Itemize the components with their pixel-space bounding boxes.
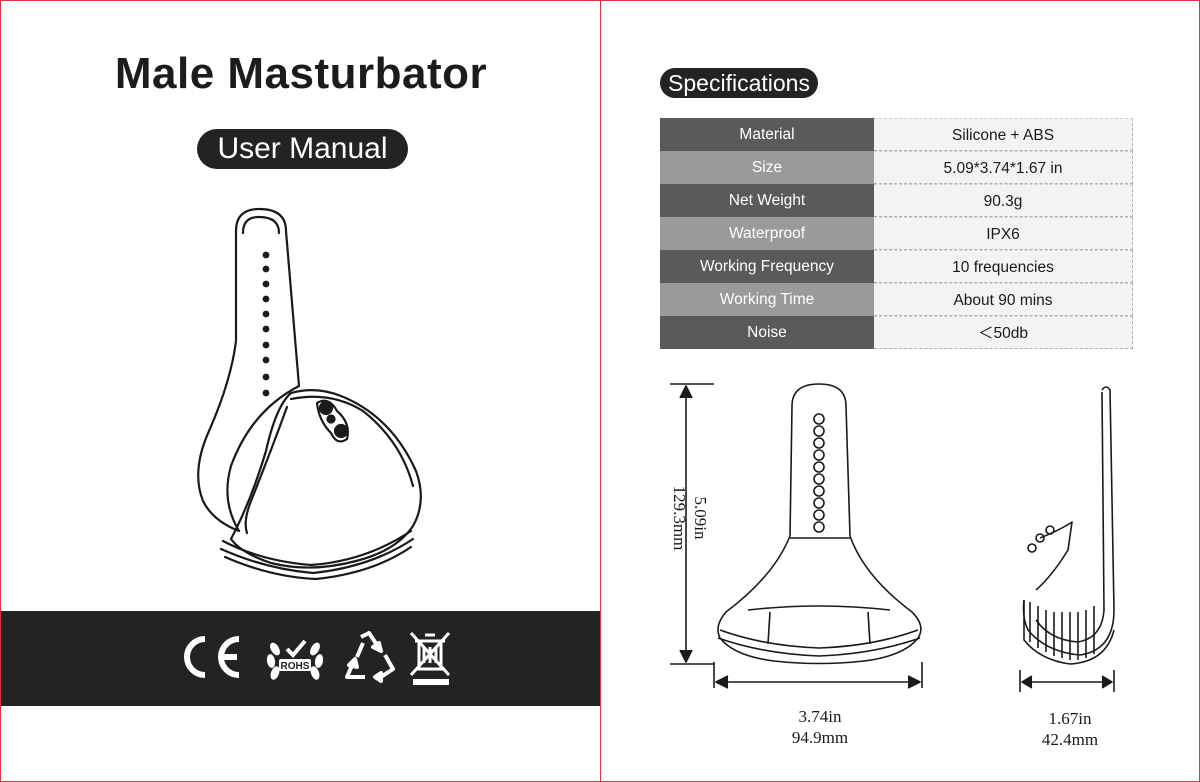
spec-row-net-weight: Net Weight 90.3g: [660, 184, 1133, 217]
spec-key: Working Time: [660, 283, 874, 316]
spec-row-material: Material Silicone + ABS: [660, 118, 1133, 151]
side-view-drawing: [1019, 386, 1115, 692]
rohs-wreath-icon: ROHS: [266, 639, 324, 680]
recycle-icon: [345, 631, 395, 683]
spec-value: 5.09*3.74*1.67 in: [874, 151, 1133, 184]
front-view-drawing: [670, 383, 923, 689]
width-dimension-label: 3.74in 94.9mm: [760, 706, 880, 748]
depth-dimension-label: 1.67in 42.4mm: [1010, 708, 1130, 750]
width-inches: 3.74in: [798, 707, 842, 726]
product-title: Male Masturbator: [114, 49, 488, 98]
spec-key: Waterproof: [660, 217, 874, 250]
front-view-button-column: [813, 413, 825, 533]
spec-value: 90.3g: [874, 184, 1133, 217]
spec-key: Net Weight: [660, 184, 874, 217]
spec-value: IPX6: [874, 217, 1133, 250]
spec-value: About 90 mins: [874, 283, 1133, 316]
spec-value: ＜50db: [874, 316, 1133, 349]
ce-mark-icon: [184, 636, 240, 678]
user-manual-badge: User Manual: [197, 129, 408, 169]
spec-row-waterproof: Waterproof IPX6: [660, 217, 1133, 250]
height-inches: 5.09in: [691, 496, 710, 540]
cover-page: Male Masturbator User Manual: [0, 0, 601, 782]
width-millimeters: 94.9mm: [791, 728, 849, 747]
spec-row-noise: Noise ＜50db: [660, 316, 1133, 349]
height-millimeters: 129.3mm: [670, 485, 689, 551]
depth-inches: 1.67in: [1048, 709, 1092, 728]
product-illustration: [197, 207, 422, 581]
specifications-heading: Specifications: [660, 68, 818, 98]
specifications-table: Material Silicone + ABS Size 5.09*3.74*1…: [660, 118, 1133, 349]
spec-key: Material: [660, 118, 874, 151]
weee-crossed-bin-icon: [409, 631, 451, 685]
certification-bar: ROHS: [1, 611, 601, 706]
depth-millimeters: 42.4mm: [1041, 730, 1099, 749]
spec-row-working-frequency: Working Frequency 10 frequencies: [660, 250, 1133, 283]
height-dimension-label: 5.09in 129.3mm: [660, 468, 720, 568]
spec-row-size: Size 5.09*3.74*1.67 in: [660, 151, 1133, 184]
spec-key: Size: [660, 151, 874, 184]
led-indicator-dots: [262, 251, 270, 397]
spec-value: 10 frequencies: [874, 250, 1133, 283]
spec-key: Noise: [660, 316, 874, 349]
rohs-label: ROHS: [281, 661, 310, 672]
spec-key: Working Frequency: [660, 250, 874, 283]
spec-row-working-time: Working Time About 90 mins: [660, 283, 1133, 316]
spec-value: Silicone + ABS: [874, 118, 1133, 151]
